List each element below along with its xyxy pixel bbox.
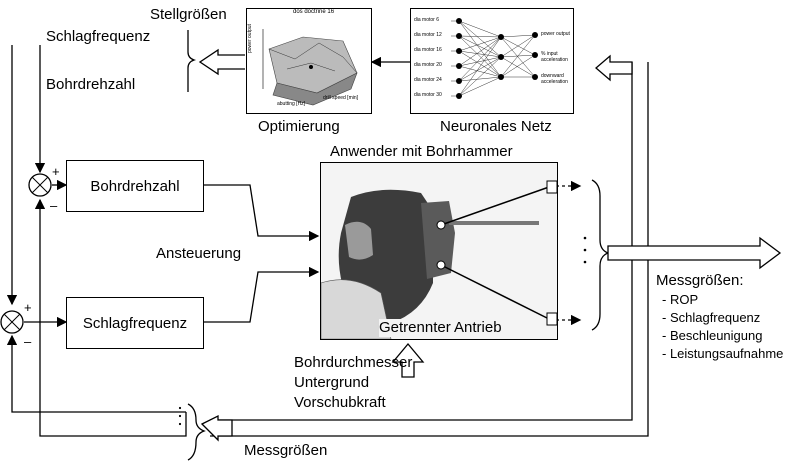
- hollow-arrow-messgroessen: [608, 238, 780, 268]
- nn-input-label: dia motor 24: [414, 77, 442, 83]
- summer-plus-sign: +: [24, 300, 32, 315]
- hollow-arrow-bottom: [202, 416, 232, 440]
- plot-y-label: drill speed [min]: [323, 95, 358, 101]
- outputs-title: Messgrößen:: [656, 272, 744, 290]
- hollow-arrow-top: [596, 56, 632, 80]
- box-bohrdrehzahl: Bohrdrehzahl: [66, 160, 204, 212]
- label-messgroessen-bottom: Messgrößen: [244, 442, 327, 460]
- nn-output-label: downward acceleration: [541, 73, 571, 85]
- nn-output-label: % input acceleration: [541, 51, 571, 63]
- output-item: - Leistungsaufnahme: [662, 346, 783, 361]
- label-optimierung: Optimierung: [258, 118, 340, 136]
- plot-x-label: abutting [Hz]: [277, 101, 305, 107]
- plot-title: dos doctrine 16: [293, 9, 334, 16]
- summer-minus-sign: –: [24, 334, 31, 349]
- optimization-surface-plot: dos doctrine 16 power output abutting [H…: [246, 8, 372, 114]
- label-neuronales-netz: Neuronales Netz: [440, 118, 552, 136]
- label-ansteuerung: Ansteuerung: [156, 245, 241, 263]
- nn-input-label: dia motor 12: [414, 32, 442, 38]
- output-item: - Schlagfrequenz: [662, 310, 760, 325]
- hollow-arrow-stellgroessen: [200, 50, 245, 74]
- bracket-top: [188, 30, 194, 92]
- label-anwender: Anwender mit Bohrhammer: [330, 143, 513, 161]
- label-getrennter-antrieb: Getrennter Antrieb: [379, 319, 502, 337]
- nn-input-label: dia motor 6: [414, 17, 439, 23]
- bracket-bottom: [188, 404, 204, 460]
- disturbance-untergrund: Untergrund: [294, 374, 369, 392]
- summer-minus-sign: –: [50, 198, 57, 213]
- disturbance-bohrdurchmesser: Bohrdurchmesser: [294, 354, 412, 372]
- nn-input-label: dia motor 20: [414, 62, 442, 68]
- output-item: - Beschleunigung: [662, 328, 762, 343]
- label-bohrdrehzahl-top: Bohrdrehzahl: [46, 76, 135, 94]
- output-item: - ROP: [662, 292, 698, 307]
- label-stellgroessen: Stellgrößen: [150, 6, 227, 24]
- bracket-right: [592, 180, 608, 330]
- disturbance-vorschubkraft: Vorschubkraft: [294, 394, 386, 412]
- neural-network-diagram: dia motor 6 dia motor 12 dia motor 16 di…: [410, 8, 574, 114]
- plot-z-label: power output: [247, 24, 253, 53]
- summer-plus-sign: +: [52, 164, 60, 179]
- label-schlagfrequenz-top: Schlagfrequenz: [46, 28, 150, 46]
- nn-input-label: dia motor 30: [414, 92, 442, 98]
- nn-output-label: power output: [541, 31, 571, 37]
- drill-hammer-photo: Getrennter Antrieb: [320, 162, 558, 340]
- nn-input-label: dia motor 16: [414, 47, 442, 53]
- box-schlagfrequenz: Schlagfrequenz: [66, 297, 204, 349]
